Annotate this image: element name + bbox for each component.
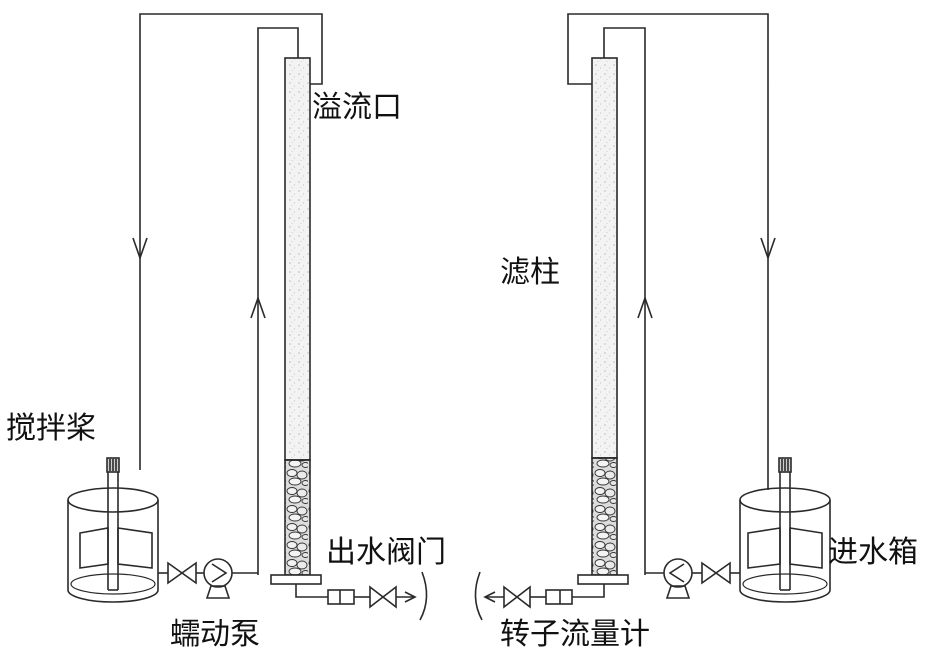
right-flow-arrow-up [637, 295, 653, 319]
right-rotameter [545, 589, 573, 605]
left-stirred-tank [67, 457, 159, 603]
right-feed-pipe [603, 27, 646, 575]
left-peristaltic-pump [203, 558, 233, 599]
left-rotameter [327, 589, 355, 605]
left-filter-column [270, 57, 322, 585]
right-filter-column [577, 57, 629, 585]
right-flow-arrow-down [760, 237, 776, 261]
left-outlet-valve [369, 585, 397, 609]
right-inlet-valve [701, 561, 731, 585]
left-inlet-valve [167, 561, 197, 585]
label-filter-column: 滤柱 [500, 255, 560, 290]
right-outlet-pipe [572, 584, 605, 598]
left-feed-pipe [257, 27, 299, 575]
right-peristaltic-pump [663, 558, 693, 599]
right-stirred-tank [739, 457, 831, 603]
label-inlet-tank: 进水箱 [828, 535, 918, 570]
left-flow-arrow-down [132, 237, 148, 261]
label-outlet-valve: 出水阀门 [326, 535, 446, 570]
label-rotameter: 转子流量计 [500, 617, 650, 652]
right-outlet-valve [503, 585, 531, 609]
left-flow-arrow-up [250, 295, 266, 319]
left-outlet-pipe [295, 584, 328, 598]
right-overflow-pipe [567, 13, 769, 490]
left-overflow-pipe [139, 13, 323, 470]
label-overflow-outlet: 溢流口 [312, 90, 402, 125]
label-stirring-paddle: 搅拌桨 [6, 411, 96, 446]
label-peristaltic-pump: 蠕动泵 [170, 617, 260, 652]
